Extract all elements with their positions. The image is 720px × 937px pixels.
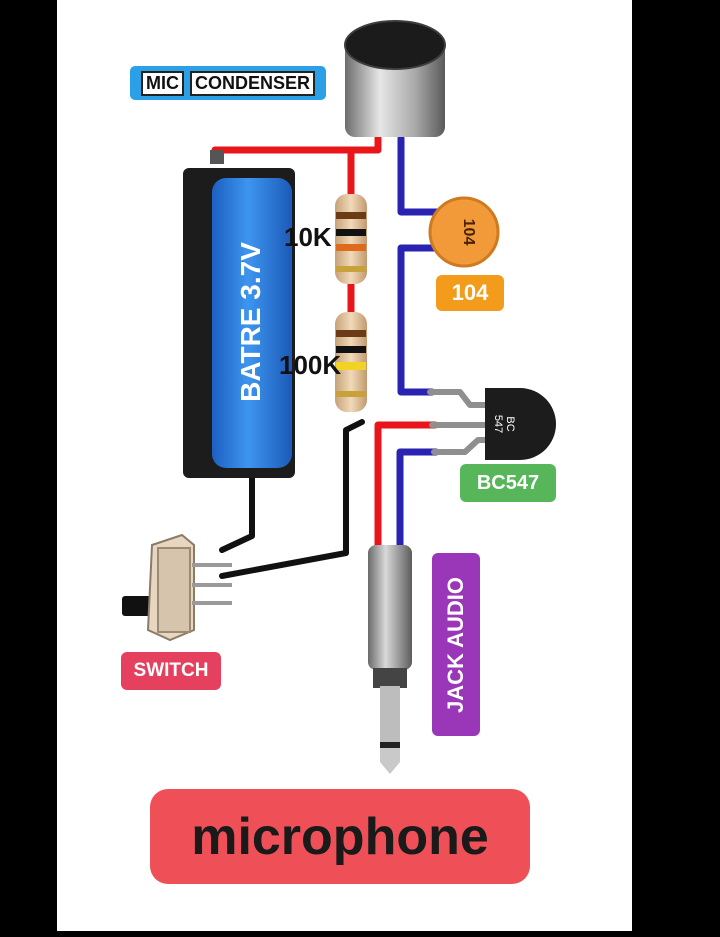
mic-top xyxy=(345,21,445,69)
resistor-10k-band-4 xyxy=(336,266,366,272)
wire-mic-out xyxy=(397,134,444,216)
wire-emitter xyxy=(396,448,440,556)
jack-audio-label: JACK AUDIO xyxy=(432,553,480,736)
switch-lever xyxy=(122,596,154,616)
mic-condenser-label: MIC CONDENSER xyxy=(130,66,326,100)
jack-ring-insulator xyxy=(380,742,400,748)
condenser-label-word: CONDENSER xyxy=(189,70,315,96)
resistor-10k-label: 10K xyxy=(284,222,332,252)
capacitor-shade xyxy=(428,196,500,268)
switch-label: SWITCH xyxy=(121,652,221,690)
transistor-marking-547: 547 xyxy=(492,415,504,433)
transistor-leg-emitter xyxy=(431,437,491,455)
jack-collar xyxy=(373,668,407,688)
battery-holder xyxy=(183,150,295,478)
resistor-100k-band-3 xyxy=(336,362,366,370)
resistor-100k xyxy=(335,312,367,412)
page-title: microphone xyxy=(150,789,530,884)
jack-audio-label-text: JACK AUDIO xyxy=(443,576,468,713)
battery-terminal xyxy=(210,150,224,164)
wire-collector-red xyxy=(374,421,439,556)
battery-label-text: BATRE 3.7V xyxy=(235,241,266,402)
condenser-mic xyxy=(344,20,446,137)
battery-cell xyxy=(212,178,292,468)
audio-jack xyxy=(368,545,412,774)
resistor-100k-band-4 xyxy=(336,391,366,397)
resistor-10k-band-3 xyxy=(336,244,366,251)
transistor-bc547: BC 547 xyxy=(485,388,556,460)
resistor-100k-band-2 xyxy=(336,346,366,353)
ceramic-capacitor: 104 xyxy=(428,196,500,268)
transistor-leg-base xyxy=(427,389,491,408)
wire-100k-switch xyxy=(219,419,365,579)
capacitor-label: 104 xyxy=(436,275,504,311)
resistor-10k-band-1 xyxy=(336,212,366,219)
transistor-label: BC547 xyxy=(460,464,556,502)
mic-top-rim xyxy=(344,20,446,70)
jack-housing xyxy=(368,545,412,670)
transistor-body xyxy=(485,388,556,460)
switch-pins xyxy=(192,563,232,605)
battery-label: BATRE 3.7V xyxy=(211,180,291,463)
resistor-10k-band-2 xyxy=(336,229,366,236)
resistor-10k xyxy=(335,194,367,284)
resistor-100k-label: 100K xyxy=(279,350,342,380)
resistor-100k-band-1 xyxy=(336,330,366,337)
jack-sleeve xyxy=(380,686,400,744)
transistor-marking-bc: BC xyxy=(504,416,516,431)
capacitor-marking: 104 xyxy=(460,219,477,246)
mic-label-word: MIC xyxy=(140,70,184,96)
switch-frame xyxy=(157,547,191,633)
slide-switch xyxy=(122,533,232,642)
wire-battery-negative xyxy=(219,467,255,553)
capacitor-body xyxy=(430,198,498,266)
jack-tip xyxy=(380,748,400,774)
wire-cap-base xyxy=(397,244,444,396)
